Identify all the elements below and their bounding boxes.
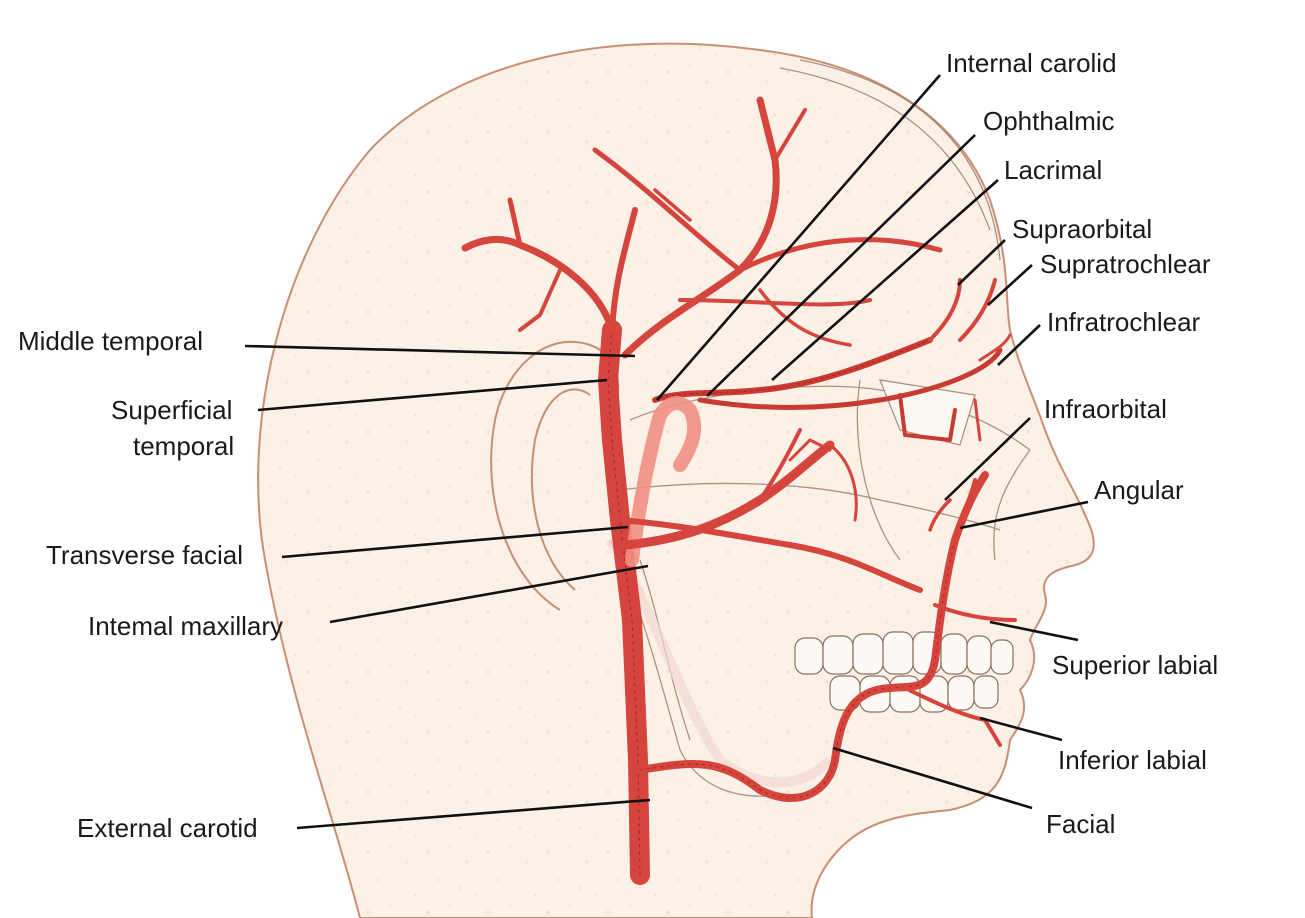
leader-internal-carotid (656, 74, 941, 401)
label-angular: Angular (1094, 475, 1184, 505)
superficial-temporal-artery (461, 235, 616, 334)
transverse-facial-artery (617, 517, 923, 593)
leader-external-carotid (296, 798, 651, 830)
label-ophthalmic: Ophthalmic (983, 106, 1115, 136)
leader-facial (832, 746, 1033, 810)
leader-transverse-facial (281, 525, 629, 559)
lacrimal-artery (697, 347, 1003, 410)
leader-superficial-temporal (257, 378, 608, 412)
leader-middle-temporal (244, 344, 636, 358)
label-transverse-facial: Transverse facial (46, 540, 243, 570)
internal-carotid-artery (625, 396, 702, 567)
label-infraorbital: Infraorbital (1044, 394, 1167, 424)
leader-lines (244, 74, 1089, 830)
arteries (461, 96, 1017, 885)
leader-internal-maxillary (329, 564, 649, 624)
labels: Internal carolid Ophthalmic Lacrimal Sup… (18, 48, 1218, 843)
label-lacrimal: Lacrimal (1004, 155, 1102, 185)
infraorbital-artery (928, 498, 952, 532)
angular-artery (953, 478, 977, 542)
label-inferior-labial: Inferior labial (1058, 745, 1207, 775)
leader-supratrochlear (987, 264, 1033, 306)
label-external-carotid: External carotid (77, 813, 258, 843)
leader-supraorbital (957, 239, 1006, 286)
label-internal-carotid: Internal carolid (946, 48, 1117, 78)
superior-labial-artery (933, 603, 1017, 622)
label-superficial-temporal-line2: temporal (133, 431, 234, 461)
label-supraorbital: Supraorbital (1012, 214, 1152, 244)
internal-maxillary-artery (620, 440, 835, 550)
label-middle-temporal: Middle temporal (18, 326, 203, 356)
leader-infratrochlear (997, 324, 1041, 366)
label-facial: Facial (1046, 809, 1115, 839)
label-superior-labial: Superior labial (1052, 650, 1218, 680)
leader-ophthalmic (706, 134, 976, 397)
label-superficial-temporal-line1: Superficial (111, 395, 232, 425)
mandible-outline (605, 537, 834, 788)
leader-lacrimal (771, 179, 999, 381)
leader-inferior-labial (979, 716, 1063, 742)
leader-superior-labial (989, 620, 1079, 642)
leader-infraorbital (944, 417, 1031, 501)
label-internal-maxillary: Intemal maxillary (88, 611, 283, 641)
label-infratrochlear: Infratrochlear (1047, 307, 1201, 337)
label-supratrochlear: Supratrochlear (1040, 249, 1211, 279)
head-silhouette (257, 42, 1095, 918)
leader-angular (959, 500, 1089, 530)
